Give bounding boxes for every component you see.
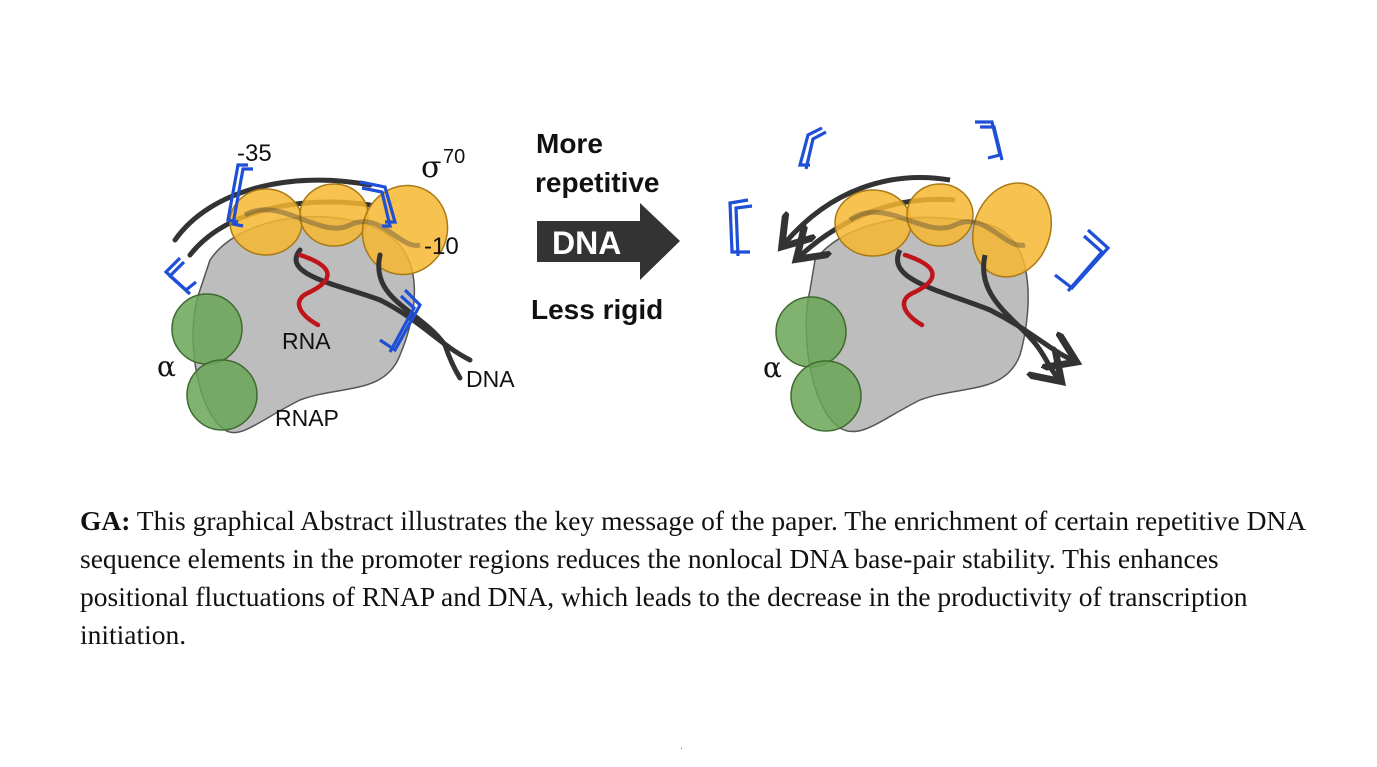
figure-caption: GA: This graphical Abstract illustrates …: [80, 502, 1310, 654]
label-dna: DNA: [466, 366, 515, 392]
dna-upstream-strand: [172, 177, 373, 243]
alpha-subunit-lower: [186, 359, 258, 431]
stray-dot: [681, 748, 682, 749]
dna-template-path: [243, 207, 421, 248]
label-rna: RNA: [282, 328, 331, 354]
alpha-subunit-upper-right: [775, 296, 847, 368]
big-arrow: [537, 203, 680, 280]
sigma-domain-2: [299, 183, 369, 247]
label-sigma-superscript: 70: [443, 146, 465, 168]
alpha-subunit-upper: [171, 293, 243, 365]
caption-prefix: GA:: [80, 505, 131, 536]
fluctuation-brackets-right: [728, 120, 1111, 293]
middle-annotation: More repetitive DNA Less rigid: [531, 128, 680, 325]
sigma-domain-2-right: [906, 183, 974, 247]
sigma-domain-1: [229, 188, 303, 256]
label-sigma: σ: [421, 150, 441, 185]
label-minus-10: -10: [424, 233, 459, 260]
text-less-rigid: Less rigid: [531, 294, 663, 325]
right-panel: α: [728, 120, 1111, 433]
fluctuation-brackets-left: [163, 163, 422, 353]
alpha-subunit-lower-right: [790, 360, 862, 432]
sigma-domain-3-right: [971, 182, 1053, 278]
sigma-domain-3: [361, 184, 449, 276]
caption-text: This graphical Abstract illustrates the …: [80, 505, 1305, 650]
rna-strand-right: [901, 252, 935, 328]
text-repetitive: repetitive: [535, 167, 660, 198]
label-rnap: RNAP: [275, 405, 339, 431]
label-alpha: α: [157, 350, 176, 383]
rna-strand: [296, 252, 330, 328]
arrow-dna-text: DNA: [552, 225, 621, 261]
label-alpha-right: α: [763, 351, 782, 384]
left-panel: -35 σ 70 -10 RNA DNA α RNAP: [157, 140, 515, 434]
text-more: More: [536, 128, 603, 159]
sigma-domain-1-right: [834, 189, 912, 257]
label-minus-35: -35: [237, 140, 272, 167]
dna-downstream-strand-2: [376, 252, 463, 381]
dna-downstream-strand-2-right: [981, 254, 1058, 378]
dna-template-path-right: [848, 209, 1026, 248]
